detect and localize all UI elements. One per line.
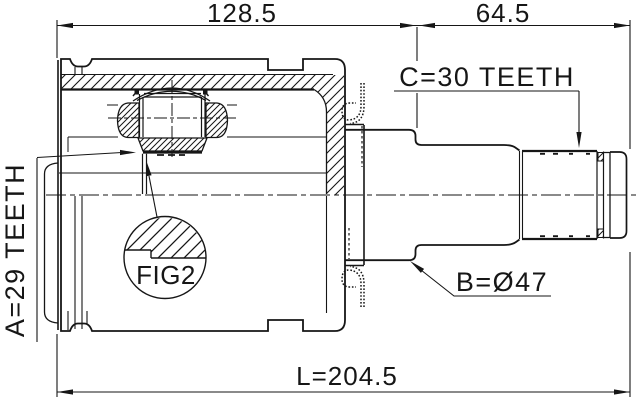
bearing-assembly — [116, 87, 229, 194]
housing-inner-wall — [313, 88, 328, 194]
label-b-diameter: B=Ø47 — [410, 261, 551, 297]
clip-strokes — [132, 89, 210, 97]
fig2-arrow — [146, 160, 152, 177]
boot-hidden-edges — [348, 126, 363, 259]
arrow-64-left — [419, 22, 435, 29]
fig2-profile-lines — [124, 249, 206, 259]
shaft-upper-edge — [345, 128, 521, 152]
spline-a-label: A=29 TEETH — [0, 163, 30, 337]
cavity-lines — [59, 104, 326, 174]
groove-lines — [596, 151, 605, 239]
arrow-l-left — [57, 389, 73, 395]
extension-lines-bottom — [56, 252, 631, 397]
housing-wall-hatch — [61, 75, 344, 195]
spline-a-arrow — [120, 149, 136, 156]
spline-c-label: C=30 TEETH — [399, 62, 575, 92]
dim-overall-length-label: L=204.5 — [296, 361, 398, 391]
diameter-b-leader — [420, 269, 551, 297]
label-c-spline: C=30 TEETH — [394, 62, 582, 148]
extension-lines-top — [56, 20, 631, 149]
circlip-top — [597, 152, 604, 162]
label-a-spline: A=29 TEETH — [0, 149, 136, 342]
centerlines — [46, 80, 638, 196]
diameter-b-label: B=Ø47 — [456, 267, 548, 297]
spline-a-leader — [36, 151, 123, 342]
dimension-top: 128.5 64.5 — [56, 0, 631, 149]
circlip-bottom — [597, 228, 604, 238]
arrow-64-right — [614, 22, 630, 29]
shaft-lower-edge — [345, 238, 521, 262]
shaft — [341, 83, 628, 307]
dim-top-right-label: 64.5 — [476, 0, 531, 28]
boot-clamp-bottom — [341, 265, 365, 307]
arrow-l-right — [614, 389, 630, 395]
cage-block-right — [205, 102, 229, 139]
arrow-128-left — [57, 22, 73, 29]
spline-edges — [522, 149, 597, 241]
spline-c-leader — [394, 90, 580, 133]
boot-groove-lines — [67, 67, 88, 330]
fig2-leader — [148, 175, 158, 218]
shoulder-shelf — [345, 123, 364, 267]
detail-callout-fig2: FIG2 — [123, 160, 207, 300]
boot-clamp-top — [341, 83, 365, 125]
spline-tooth-dashes — [540, 152, 590, 238]
fig2-label: FIG2 — [136, 260, 196, 290]
fig2-hatch — [124, 217, 206, 258]
arrow-128-right — [400, 22, 416, 29]
shaft-tip-lines — [141, 153, 148, 194]
diameter-b-arrow — [410, 261, 425, 273]
boot-rim — [43, 162, 59, 324]
dimension-overall-length: L=204.5 — [56, 252, 631, 397]
cage-block-left — [116, 102, 140, 139]
fig2-circle — [123, 215, 207, 300]
spline-c-arrow — [576, 132, 582, 148]
dim-top-left-label: 128.5 — [207, 0, 277, 28]
